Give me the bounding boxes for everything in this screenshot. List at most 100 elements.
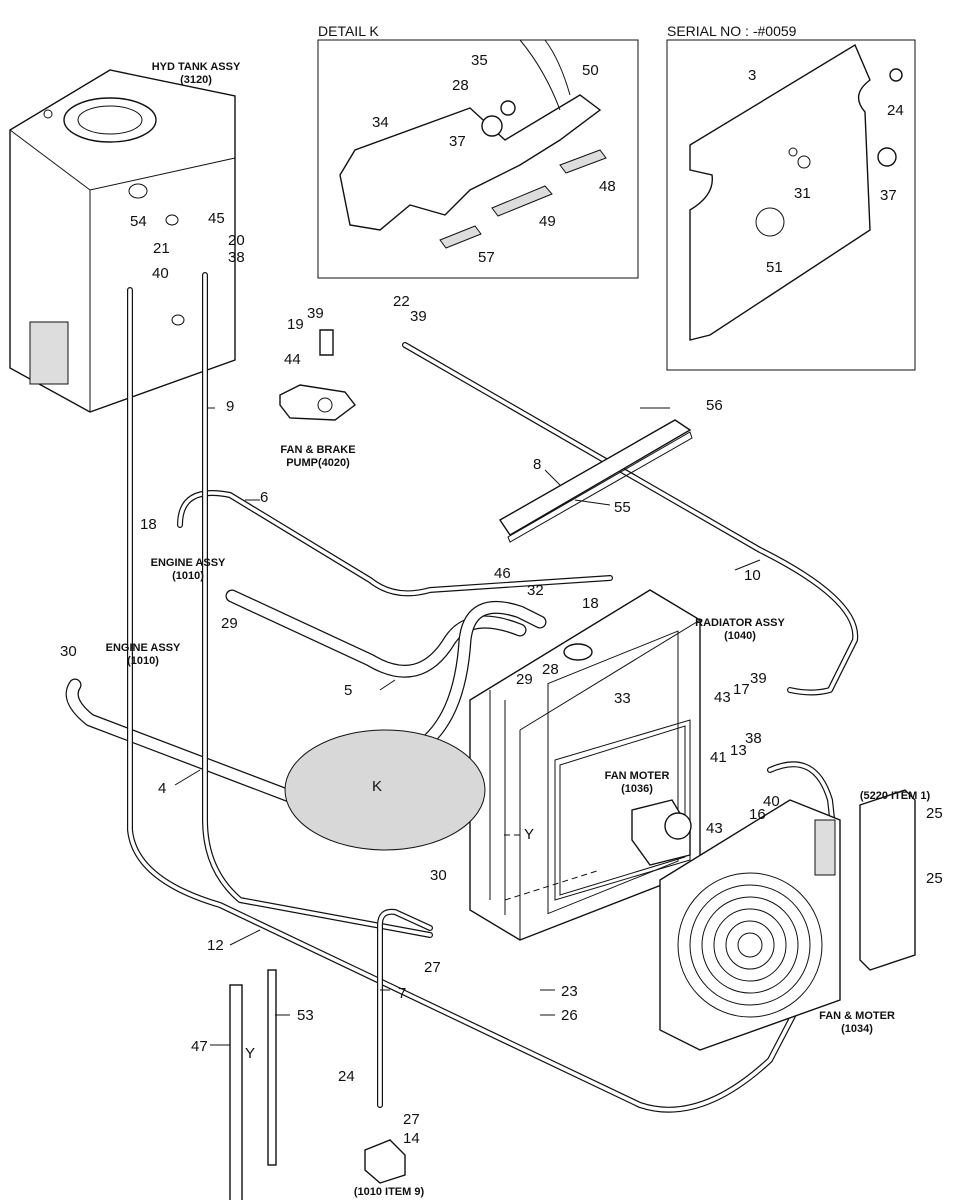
part-number: 39 (410, 308, 427, 325)
part-number: 14 (403, 1130, 420, 1147)
part-number: 29 (221, 615, 238, 632)
part-number: 55 (614, 499, 631, 516)
part-number: 13 (730, 742, 747, 759)
part-number: 43 (706, 820, 723, 837)
part-number: 18 (582, 595, 599, 612)
serial-inset: SERIAL NO : -#0059 (666, 23, 916, 371)
part-number: 30 (60, 643, 77, 660)
part-number: 22 (393, 293, 410, 310)
part-number: 39 (750, 670, 767, 687)
part-number: 38 (745, 730, 762, 747)
part-number: 28 (542, 661, 559, 678)
fan-and-moter-label-1: FAN & MOTER (819, 1010, 895, 1022)
part-number: 37 (880, 187, 897, 204)
part-numbers: 35 28 50 34 37 48 49 57 3 24 31 37 51 54… (60, 52, 943, 1147)
radiator-drawing (469, 589, 701, 941)
pump-drawing (279, 329, 356, 421)
pump-label-1: FAN & BRAKE (280, 444, 355, 456)
fan-moter-label-1: FAN MOTER (605, 770, 670, 782)
radiator-label-1: RADIATOR ASSY (695, 617, 785, 629)
part-number: 33 (614, 690, 631, 707)
part-number: 21 (153, 240, 170, 257)
part-number: Y (245, 1045, 255, 1062)
part-number: 46 (494, 565, 511, 582)
part-number: 54 (130, 213, 147, 230)
part-number: 34 (372, 114, 389, 131)
part-number: 51 (766, 259, 783, 276)
part-number: 4 (158, 780, 166, 797)
part-number: 35 (471, 52, 488, 69)
part-number: 24 (338, 1068, 355, 1085)
hyd-tank-drawing (9, 69, 236, 413)
part-number: 37 (449, 133, 466, 150)
part-number: 41 (710, 749, 727, 766)
part-number: 38 (228, 249, 245, 266)
engine-label-1a: ENGINE ASSY (151, 557, 226, 569)
part-number: 45 (208, 210, 225, 227)
part-number: 43 (714, 689, 731, 706)
leader-lines (174, 407, 761, 1046)
engine-label-2b: (1010) (127, 655, 159, 667)
detail-k-callout (284, 729, 486, 851)
serial-title: SERIAL NO : -#0059 (667, 23, 797, 39)
assembly-labels: HYD TANK ASSY (3120) FAN & BRAKE PUMP(40… (106, 61, 931, 1198)
part-number: 47 (191, 1038, 208, 1055)
part-number: 3 (748, 67, 756, 84)
part-number: 23 (561, 983, 578, 1000)
engine-label-2a: ENGINE ASSY (106, 642, 181, 654)
part-number: 29 (516, 671, 533, 688)
part-number: 8 (533, 456, 541, 473)
part-number: 25 (926, 870, 943, 887)
part-number: 9 (226, 398, 234, 415)
part-number: 6 (260, 489, 268, 506)
part-number: 10 (744, 567, 761, 584)
part-number: K (372, 778, 382, 795)
part-number: 57 (478, 249, 495, 266)
part-number: 17 (733, 681, 750, 698)
part-number: 7 (398, 985, 406, 1002)
part-number: 53 (297, 1007, 314, 1024)
fan-and-moter-label-2: (1034) (841, 1023, 873, 1035)
part-number: 30 (430, 867, 447, 884)
part-number: 12 (207, 937, 224, 954)
part-number: 27 (424, 959, 441, 976)
part-number: 31 (794, 185, 811, 202)
fan-moter-label-2: (1036) (621, 783, 653, 795)
part-number: 18 (140, 516, 157, 533)
part-number: 48 (599, 178, 616, 195)
detail-k-title: DETAIL K (318, 23, 379, 39)
bar-8 (499, 419, 692, 536)
strip-47 (229, 984, 243, 1200)
part-number: 56 (706, 397, 723, 414)
strip-53 (267, 969, 277, 1166)
part-number: 40 (763, 793, 780, 810)
engine-label-1b: (1010) (172, 570, 204, 582)
part-number: 24 (887, 102, 904, 119)
part-number: 50 (582, 62, 599, 79)
part-number: 49 (539, 213, 556, 230)
bar-55 (507, 431, 693, 543)
part-number: 26 (561, 1007, 578, 1024)
part-number: 40 (152, 265, 169, 282)
block-1010-item9 (364, 1139, 406, 1184)
fan-drawing (659, 789, 916, 1051)
hyd-tank-label-2: (3120) (180, 74, 212, 86)
part-number: 20 (228, 232, 245, 249)
item-1010-label: (1010 ITEM 9) (354, 1186, 425, 1198)
part-number: 19 (287, 316, 304, 333)
part-number: 25 (926, 805, 943, 822)
part-number: 28 (452, 77, 469, 94)
part-number: 32 (527, 582, 544, 599)
part-number: 16 (749, 806, 766, 823)
part-number: 44 (284, 351, 301, 368)
pump-label-2: PUMP(4020) (286, 457, 350, 469)
radiator-label-2: (1040) (724, 630, 756, 642)
part-number: Y (524, 826, 534, 843)
detail-k-inset: DETAIL K (317, 23, 639, 279)
part-number: 5 (344, 682, 352, 699)
part-number: 27 (403, 1111, 420, 1128)
part-number: 39 (307, 305, 324, 322)
hyd-tank-label-1: HYD TANK ASSY (152, 61, 241, 73)
item-5220-label: (5220 ITEM 1) (860, 790, 931, 802)
